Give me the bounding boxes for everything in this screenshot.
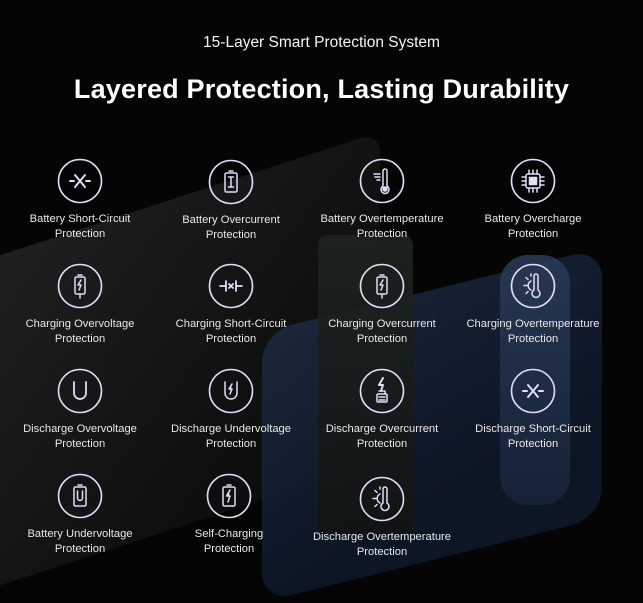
label-line2: Protection (54, 438, 106, 450)
label-line1: Discharge Overtemperature (312, 531, 452, 543)
sun-thermometer-icon (359, 476, 405, 522)
short-circuit-icon (57, 158, 103, 204)
label-line1: Battery Overcharge (484, 213, 582, 225)
bolt-plug-icon (359, 368, 405, 414)
label-line1: Battery Short-Circuit (29, 213, 131, 225)
battery-bolt-icon (57, 263, 103, 309)
battery-bolt-filled-icon (206, 473, 252, 519)
label-line1: Discharge Overcurrent (325, 423, 439, 435)
chip-icon (510, 158, 556, 204)
label-line2: Protection (507, 333, 559, 345)
label-line2: Protection (54, 333, 106, 345)
sun-thermometer-icon (510, 263, 556, 309)
thermometer-icon (359, 158, 405, 204)
label-line1: Charging Overvoltage (25, 318, 135, 330)
label-line2: Protection (356, 228, 408, 240)
label-line2: Protection (205, 333, 257, 345)
label-line2: Protection (356, 546, 408, 558)
short-circuit-icon (510, 368, 556, 414)
label-line1: Battery Undervoltage (27, 528, 133, 540)
label-line2: Protection (356, 333, 408, 345)
label-line1: Charging Short-Circuit (175, 318, 287, 330)
battery-current-icon (208, 159, 254, 205)
label-line1: Battery Overtemperature (320, 213, 444, 225)
battery-u-icon (57, 473, 103, 519)
u-icon (57, 368, 103, 414)
label-line2: Protection (54, 228, 106, 240)
label-line2: Protection (507, 228, 559, 240)
label-line1: Battery Overcurrent (182, 214, 280, 226)
label-line2: Protection (205, 438, 257, 450)
label-line2: Protection (205, 229, 257, 241)
label-line1: Discharge Overvoltage (23, 423, 137, 435)
label-line2: Protection (507, 438, 559, 450)
label-line2: Protection (356, 438, 408, 450)
label-line1: Discharge Undervoltage (170, 423, 292, 435)
label-line1: Charging Overtemperature (466, 318, 600, 330)
battery-bolt-icon (359, 263, 405, 309)
label-line1: Self-Charging (194, 528, 264, 540)
label-line2: Protection (203, 543, 255, 555)
label-line1: Charging Overcurrent (328, 318, 436, 330)
u-bolt-icon (208, 368, 254, 414)
label-line2: Protection (54, 543, 106, 555)
capacitor-icon (208, 263, 254, 309)
section-title: Layered Protection, Lasting Durability (73, 74, 570, 104)
section-subtitle: 15-Layer Smart Protection System (203, 34, 440, 51)
label-line1: Discharge Short-Circuit (475, 423, 591, 435)
